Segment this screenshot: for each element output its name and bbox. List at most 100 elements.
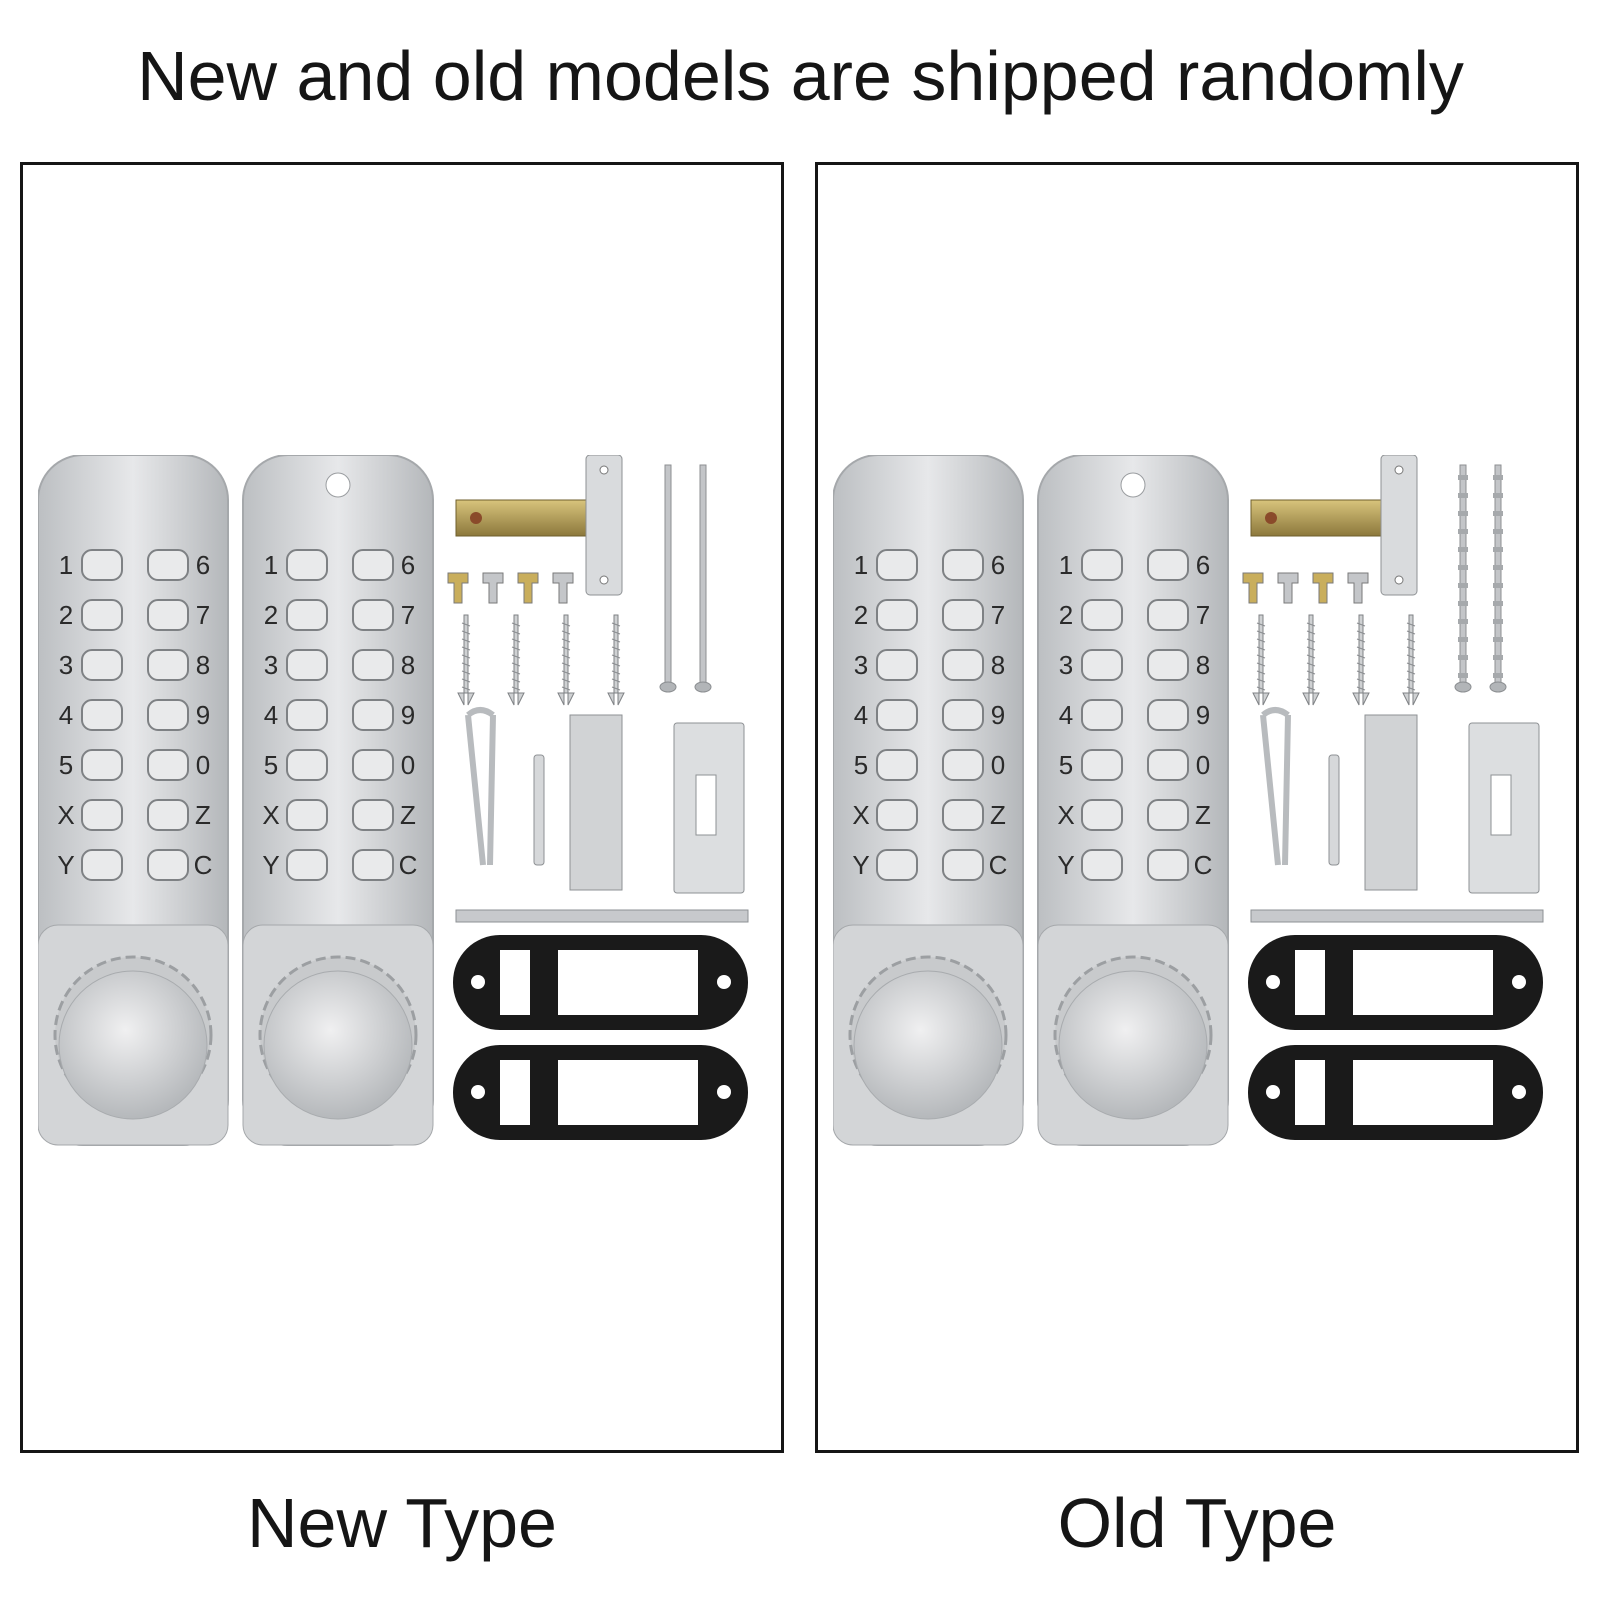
bolt-rib <box>1493 529 1503 534</box>
key-label: Z <box>990 800 1006 830</box>
key-label: X <box>852 800 869 830</box>
key-button <box>1147 699 1189 731</box>
screw-thread <box>1356 622 1366 627</box>
screw-thread <box>1306 622 1316 627</box>
gasket <box>453 935 748 1030</box>
screw-thread <box>561 670 571 675</box>
knob-icon <box>853 970 1003 1120</box>
key-button <box>352 699 394 731</box>
bolt-rib <box>1493 511 1503 516</box>
screw-body <box>557 614 575 706</box>
bolt-rib <box>1458 529 1468 534</box>
key-label: 3 <box>264 650 278 680</box>
screw-thread <box>511 686 521 691</box>
key-label: C <box>399 850 418 880</box>
key-label: 7 <box>401 600 415 630</box>
knob-icon <box>263 970 413 1120</box>
key-button <box>81 649 123 681</box>
key-button <box>147 699 189 731</box>
key-button <box>81 699 123 731</box>
key-label: X <box>1057 800 1074 830</box>
screw-thread <box>561 622 571 627</box>
bolt-rib <box>1493 619 1503 624</box>
connecting-bolt <box>1489 464 1507 693</box>
screw-thread <box>1406 686 1416 691</box>
screw-thread <box>1256 630 1266 635</box>
gasket-hole <box>471 975 485 989</box>
key-button <box>1147 549 1189 581</box>
screw <box>1402 614 1420 706</box>
key-button <box>81 849 123 881</box>
spindle-clip <box>1312 572 1334 604</box>
key-label: 6 <box>196 550 210 580</box>
bolt-pin <box>470 512 482 524</box>
spring-clip <box>1260 707 1291 866</box>
screw-thread <box>611 638 621 643</box>
screw-thread <box>511 630 521 635</box>
key-button <box>147 649 189 681</box>
key-label: 5 <box>854 750 868 780</box>
key-button <box>286 549 328 581</box>
gasket-hole <box>1266 1085 1280 1099</box>
headline: New and old models are shipped randomly <box>137 37 1464 115</box>
mounting-bracket <box>1364 714 1418 891</box>
screw-thread <box>1356 638 1366 643</box>
key-button <box>876 649 918 681</box>
screw-thread <box>1406 622 1416 627</box>
screw-thread <box>511 622 521 627</box>
screw-thread <box>511 662 521 667</box>
screw-hole <box>599 575 609 585</box>
key-button <box>147 599 189 631</box>
key-button <box>876 549 918 581</box>
key-label: 8 <box>401 650 415 680</box>
screw <box>607 614 625 706</box>
bolt-rib <box>1458 547 1468 552</box>
screw-thread <box>1306 638 1316 643</box>
gasket-hole <box>471 1085 485 1099</box>
key-label: 2 <box>59 600 73 630</box>
screw-thread <box>611 622 621 627</box>
key-button <box>942 649 984 681</box>
key-button <box>286 699 328 731</box>
key-label: 5 <box>264 750 278 780</box>
gasket <box>453 1045 748 1140</box>
bolt-rib <box>1458 511 1468 516</box>
screw-thread <box>1356 662 1366 667</box>
screw-thread <box>1356 630 1366 635</box>
bolt-shaft <box>699 464 707 686</box>
key-label: C <box>989 850 1008 880</box>
key-button <box>1081 549 1123 581</box>
gasket-slot <box>1295 950 1325 1015</box>
bolt-rib <box>1493 565 1503 570</box>
screw-thread <box>1256 622 1266 627</box>
screw-thread <box>461 670 471 675</box>
latch-bolt <box>455 455 623 596</box>
screw-thread <box>1306 662 1316 667</box>
connecting-bolt <box>1454 464 1472 693</box>
key-label: 9 <box>991 700 1005 730</box>
screw-thread <box>1306 646 1316 651</box>
key-label: Y <box>57 850 74 880</box>
bolt-pin <box>1265 512 1277 524</box>
key-button <box>352 799 394 831</box>
gasket-slot <box>500 1060 530 1125</box>
spindle-clip <box>482 572 504 604</box>
screw-thread <box>1256 638 1266 643</box>
key-button <box>286 749 328 781</box>
bolt-rib <box>1493 655 1503 660</box>
screw-thread <box>1256 646 1266 651</box>
key-button <box>147 749 189 781</box>
key-label: 6 <box>401 550 415 580</box>
key-button <box>942 699 984 731</box>
key-label: 6 <box>1196 550 1210 580</box>
key-label: Z <box>1195 800 1211 830</box>
key-button <box>352 599 394 631</box>
gasket-window <box>1353 1060 1493 1125</box>
screw-thread <box>461 686 471 691</box>
gasket-hole <box>1512 975 1526 989</box>
bolt-rib <box>1458 601 1468 606</box>
key-button <box>942 799 984 831</box>
screw-thread <box>1406 654 1416 659</box>
